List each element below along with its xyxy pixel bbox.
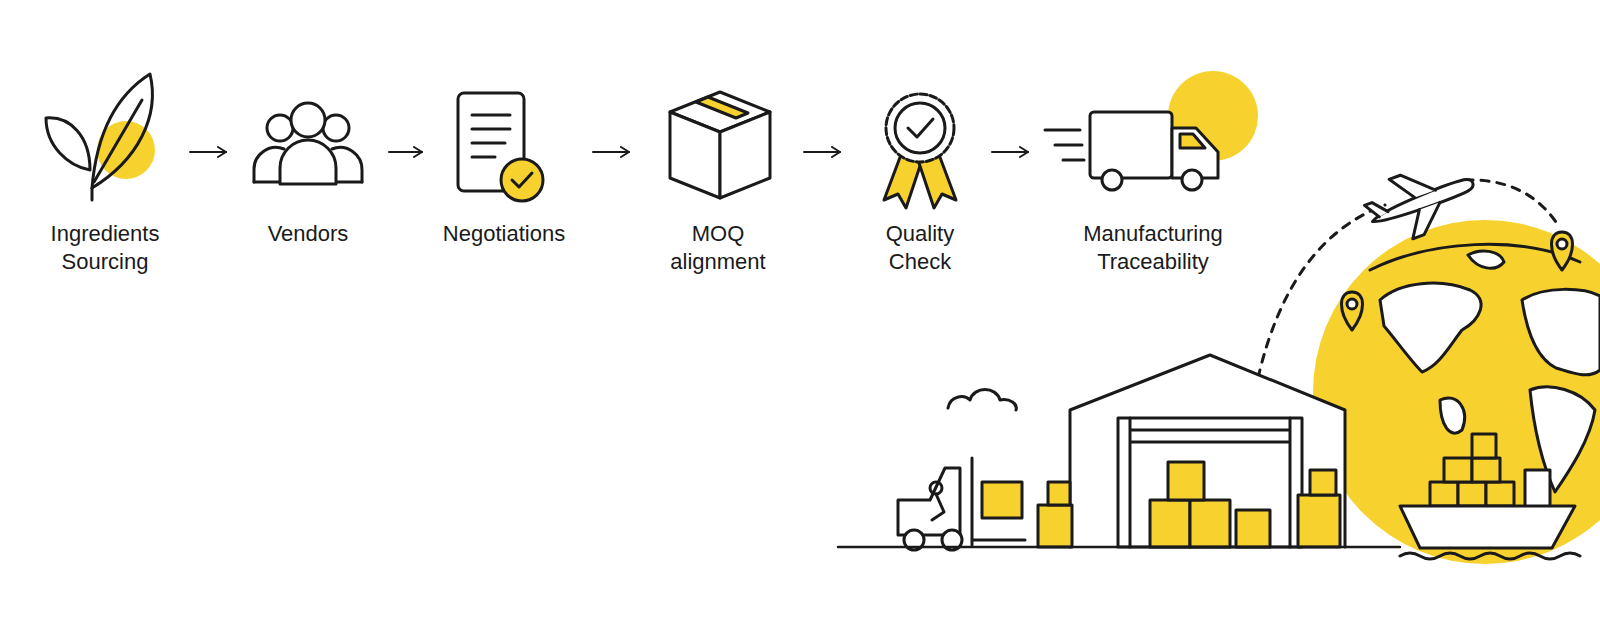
leaf-icon xyxy=(92,74,152,188)
leaf-icon xyxy=(46,74,155,200)
location-pin xyxy=(1347,299,1357,309)
flow-arrow xyxy=(190,151,226,153)
globe xyxy=(1468,251,1504,268)
cargo-boxes xyxy=(1298,495,1340,547)
location-pin xyxy=(1552,232,1573,270)
cargo-boxes xyxy=(1038,470,1340,547)
process-step: Quality Check xyxy=(840,60,992,284)
globe xyxy=(1380,283,1481,372)
process-step: Negotiations xyxy=(422,60,593,256)
location-pin xyxy=(1557,239,1567,249)
truck-icon xyxy=(1182,170,1202,190)
document-icon xyxy=(458,93,543,201)
location-pin xyxy=(1342,232,1573,330)
airplane xyxy=(1364,198,1388,220)
document-icon xyxy=(501,159,543,201)
warehouse xyxy=(1070,355,1345,547)
cargo-ship xyxy=(1458,482,1486,506)
flight-route xyxy=(1258,205,1385,378)
airplane xyxy=(1389,166,1435,204)
people-icon xyxy=(267,115,293,141)
flow-arrow xyxy=(992,151,1028,153)
process-step: Ingredients Sourcing xyxy=(30,60,190,284)
cargo-ship xyxy=(1486,482,1514,506)
cargo-boxes xyxy=(1048,482,1070,505)
cargo-ship xyxy=(1400,553,1580,559)
ground-line xyxy=(838,546,1400,549)
cargo-ship xyxy=(1472,434,1496,458)
box-icon xyxy=(720,112,770,198)
cloud xyxy=(948,390,1016,411)
step-label: Negotiations xyxy=(424,220,584,248)
people-icon xyxy=(254,103,362,184)
step-label: Ingredients Sourcing xyxy=(35,220,175,276)
warehouse xyxy=(1130,418,1290,547)
box-icon xyxy=(696,97,748,118)
people-icon xyxy=(323,115,349,141)
cargo-ship xyxy=(1430,482,1458,506)
flow-arrow xyxy=(389,151,422,153)
forklift xyxy=(932,494,944,520)
process-step: Manufacturing Traceability xyxy=(1028,60,1250,284)
cargo-ship xyxy=(1444,458,1472,482)
step-label: Quality Check xyxy=(860,220,980,276)
flow-arrow xyxy=(593,151,629,153)
warehouse xyxy=(1118,418,1302,547)
globe xyxy=(1313,220,1600,564)
warehouse xyxy=(1190,500,1230,547)
forklift xyxy=(982,482,1022,518)
truck-icon xyxy=(1045,71,1258,190)
flight-route xyxy=(1465,180,1556,222)
warehouse xyxy=(1168,462,1204,500)
forklift xyxy=(898,458,1025,550)
globe xyxy=(1370,244,1580,270)
step-label: MOQ alignment xyxy=(653,220,783,276)
badge-icon xyxy=(886,94,954,162)
box-icon xyxy=(670,92,770,198)
warehouse xyxy=(1236,510,1270,547)
truck-icon xyxy=(1090,112,1172,178)
leaf-icon xyxy=(94,100,142,182)
airplane xyxy=(1404,202,1448,238)
badge-icon xyxy=(884,94,956,208)
badge-icon xyxy=(895,103,945,153)
truck-icon xyxy=(1180,134,1205,148)
step-label: Vendors xyxy=(233,220,383,248)
location-pin xyxy=(1342,292,1363,330)
cargo-boxes xyxy=(1038,505,1072,547)
forklift xyxy=(898,468,960,535)
badge-icon xyxy=(908,119,933,137)
globe xyxy=(1522,289,1600,374)
forklift xyxy=(930,482,942,494)
people-icon xyxy=(280,140,336,184)
truck-icon xyxy=(1045,130,1084,160)
step-label: Manufacturing Traceability xyxy=(1058,220,1248,276)
leaf-icon xyxy=(91,188,94,200)
warehouse xyxy=(1070,355,1345,547)
globe xyxy=(1313,220,1600,564)
cargo-ship xyxy=(1525,470,1550,506)
cargo-ship xyxy=(1472,458,1500,482)
airplane xyxy=(1359,153,1484,251)
cargo-boxes xyxy=(1310,470,1336,495)
forklift xyxy=(972,458,1025,545)
flow-arrow xyxy=(804,151,840,153)
leaf-icon xyxy=(46,118,90,170)
document-icon xyxy=(472,115,510,157)
cargo-ship xyxy=(1400,434,1580,559)
people-icon xyxy=(291,103,325,137)
document-icon xyxy=(512,173,532,187)
process-step: MOQ alignment xyxy=(629,60,804,284)
warehouse xyxy=(1150,500,1190,547)
process-step: Vendors xyxy=(226,60,389,256)
truck-icon xyxy=(1102,170,1122,190)
box-icon xyxy=(670,112,720,198)
globe xyxy=(1440,398,1465,433)
cargo-ship xyxy=(1400,506,1575,548)
